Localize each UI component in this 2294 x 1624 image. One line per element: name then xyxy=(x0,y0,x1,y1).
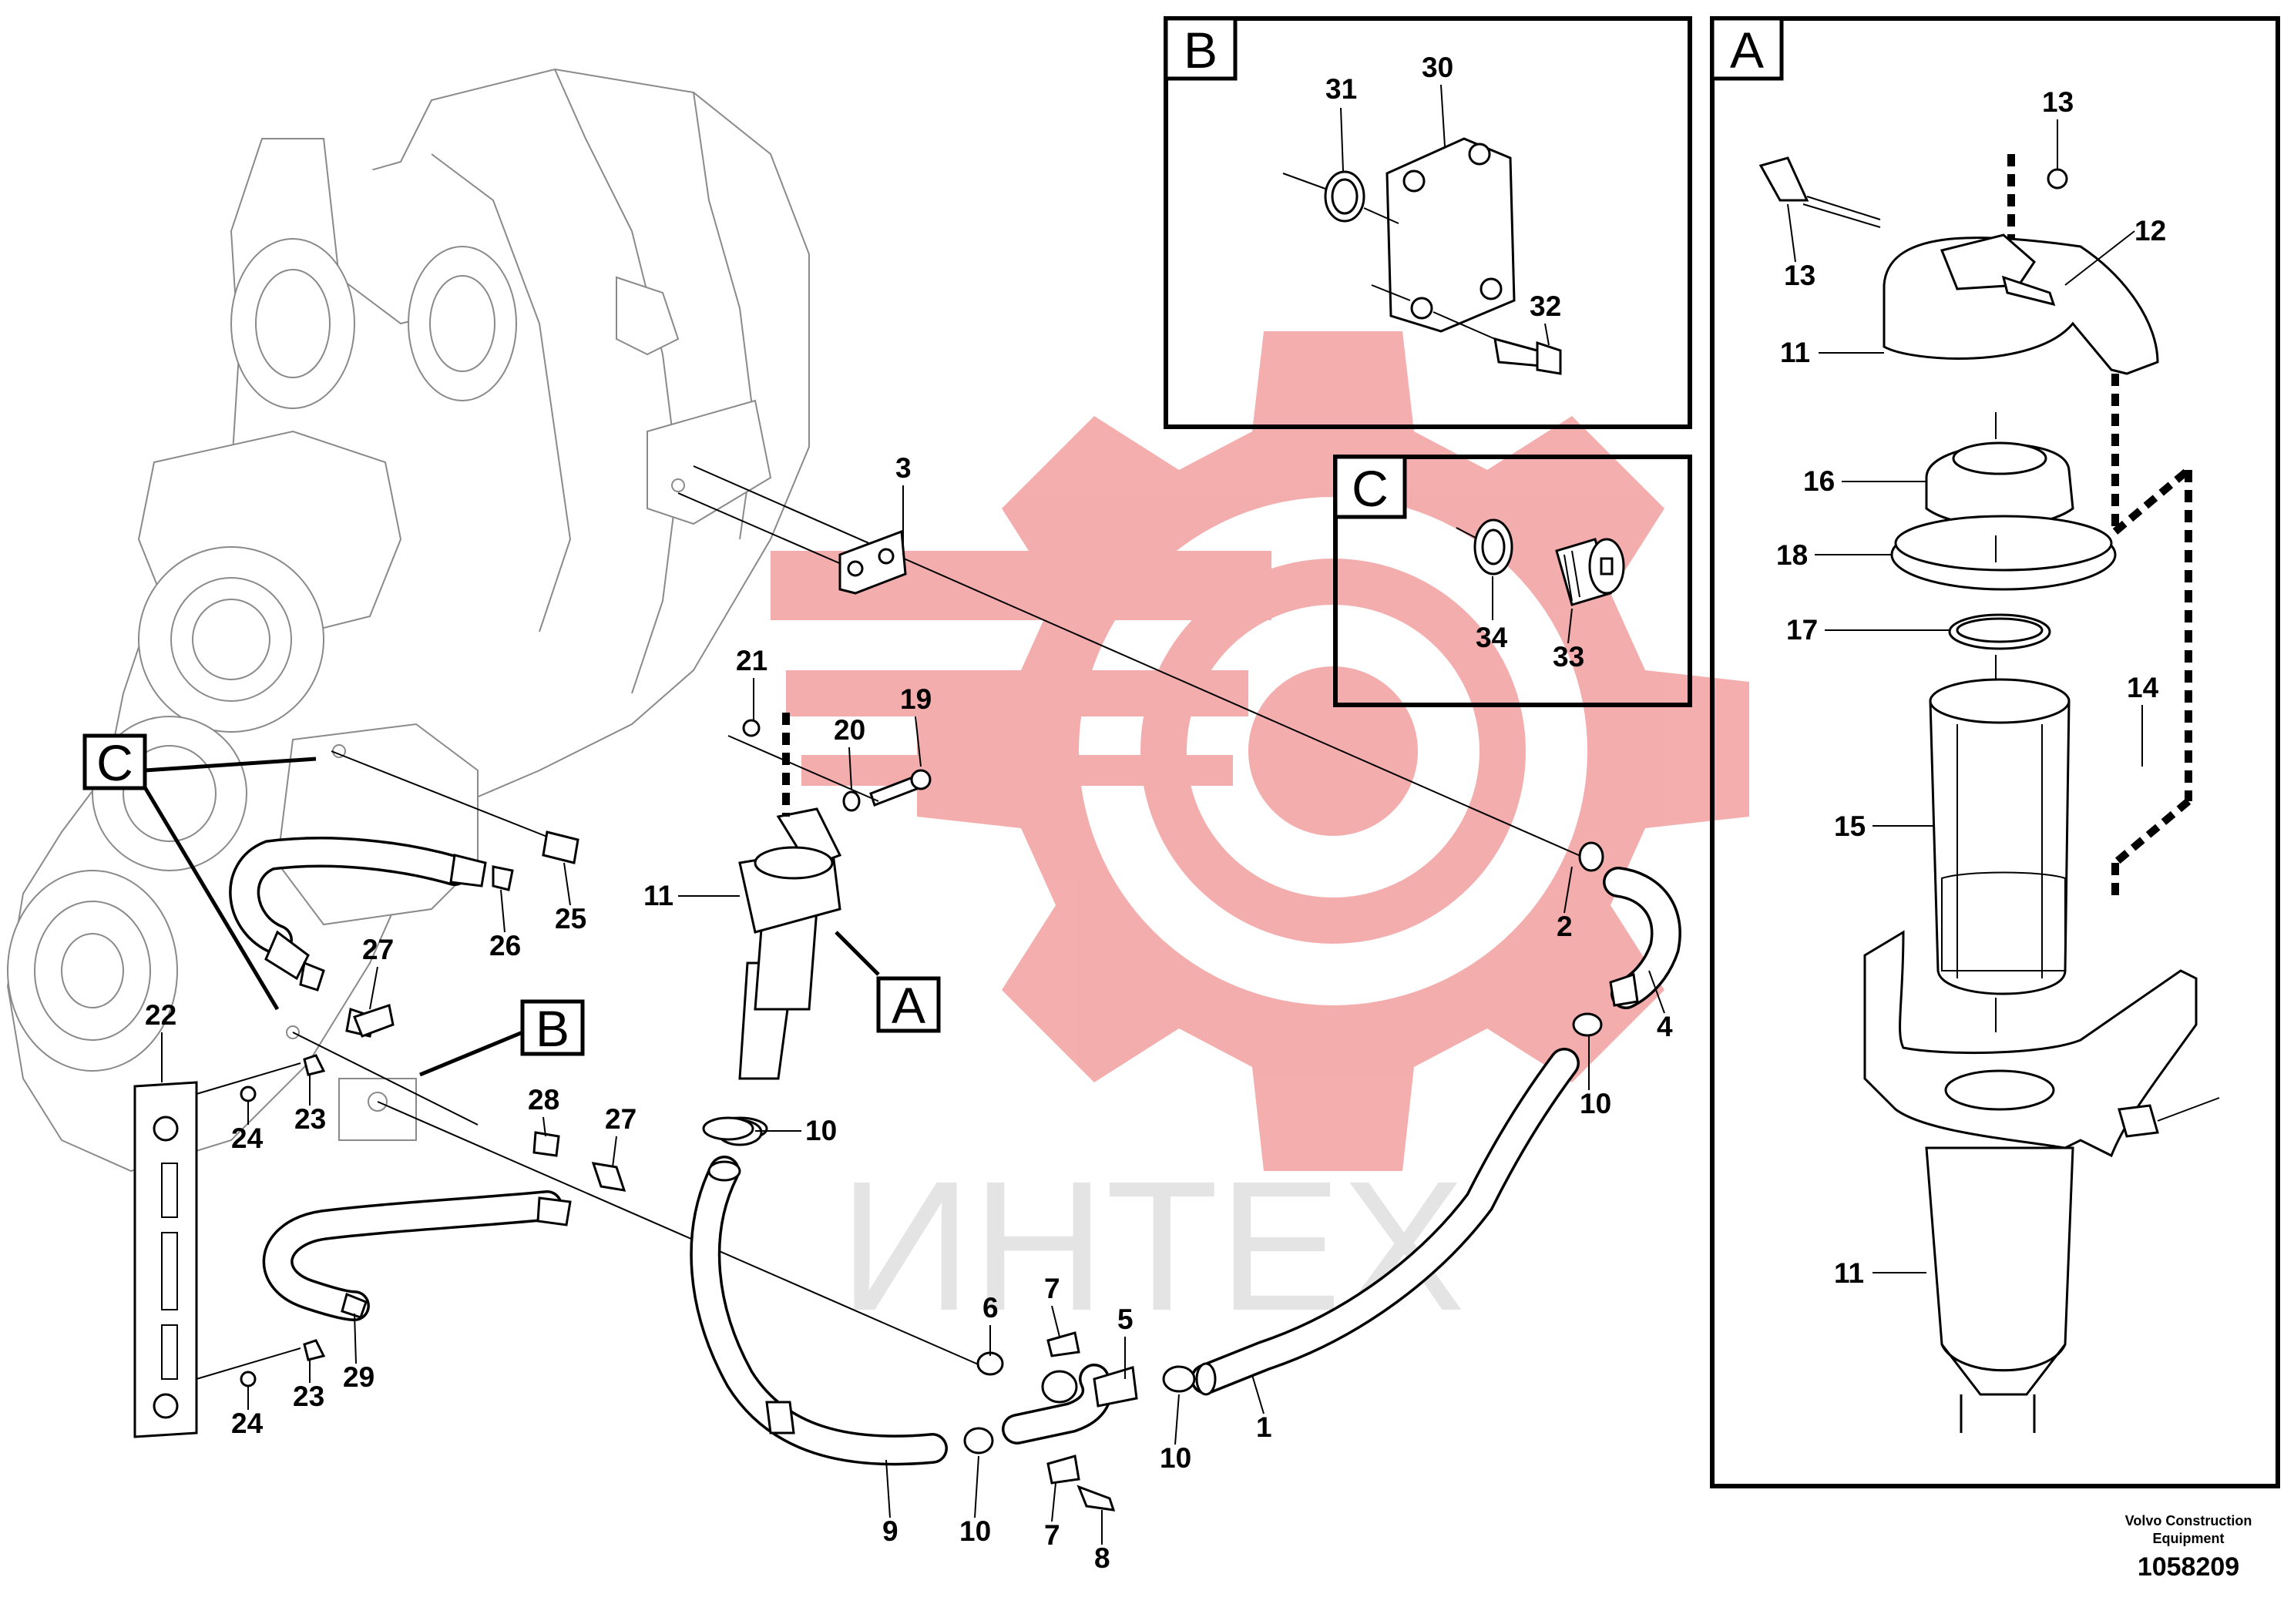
label-32: 32 xyxy=(1530,290,1561,322)
label-3: 3 xyxy=(895,452,912,484)
svg-text:B: B xyxy=(536,1000,569,1057)
label-14: 14 xyxy=(2127,672,2159,703)
label-24-top: 24 xyxy=(231,1122,264,1154)
footer: Volvo Construction Equipment 1058209 xyxy=(2125,1513,2252,1582)
label-9: 9 xyxy=(882,1515,898,1547)
label-27-top: 27 xyxy=(362,934,394,965)
label-10-bottom-right: 10 xyxy=(1160,1442,1191,1474)
label-24-bottom: 24 xyxy=(231,1408,264,1439)
main-labels: 3 2 4 10 1 5 10 6 7 7 8 10 9 10 11 21 20… xyxy=(145,452,1673,1574)
label-31: 31 xyxy=(1325,73,1357,105)
label-10-bottom: 10 xyxy=(959,1515,991,1547)
callout-c-main: C xyxy=(82,733,317,1011)
svg-text:C: C xyxy=(96,734,133,791)
callout-b-main: B xyxy=(419,999,585,1077)
label-17: 17 xyxy=(1786,614,1818,646)
company-name-line1: Volvo Construction xyxy=(2125,1513,2252,1528)
screw-32 xyxy=(1493,337,1543,367)
label-33: 33 xyxy=(1553,641,1584,673)
label-11-top: 11 xyxy=(1780,337,1810,368)
label-25: 25 xyxy=(555,903,586,934)
label-7-bottom: 7 xyxy=(1044,1519,1060,1551)
label-6: 6 xyxy=(982,1292,999,1324)
bracket-3 xyxy=(838,529,907,595)
detail-b-letter: B xyxy=(1184,22,1218,79)
strainer-15 xyxy=(1929,683,2071,995)
label-29: 29 xyxy=(343,1361,374,1393)
label-20: 20 xyxy=(834,714,865,746)
label-30: 30 xyxy=(1422,52,1453,83)
label-22: 22 xyxy=(145,999,176,1031)
company-name-line2: Equipment xyxy=(2153,1531,2225,1546)
label-11-bottom: 11 xyxy=(1834,1257,1864,1289)
svg-text:A: A xyxy=(892,977,925,1034)
transmission-housing-outline xyxy=(6,68,810,1173)
label-10-top: 10 xyxy=(805,1115,837,1146)
label-26: 26 xyxy=(489,930,521,961)
label-27-bottom: 27 xyxy=(605,1103,636,1135)
label-7-top: 7 xyxy=(1044,1273,1060,1304)
callout-a-main: A xyxy=(835,931,941,1034)
main-assembly xyxy=(133,465,1681,1512)
label-19: 19 xyxy=(900,683,932,715)
label-10-right: 10 xyxy=(1580,1088,1611,1119)
label-5: 5 xyxy=(1117,1304,1134,1335)
label-8: 8 xyxy=(1094,1542,1110,1574)
cover-plate-30 xyxy=(1385,137,1516,333)
detail-a-letter: A xyxy=(1730,22,1764,79)
detail-a: A xyxy=(1710,16,2280,1488)
label-18: 18 xyxy=(1776,539,1808,571)
label-34: 34 xyxy=(1476,622,1508,653)
drawing-number: 1058209 xyxy=(2138,1552,2239,1582)
label-12: 12 xyxy=(2134,215,2166,247)
label-16: 16 xyxy=(1803,465,1835,497)
detail-c: C 34 33 xyxy=(1333,455,1692,707)
label-1: 1 xyxy=(1256,1411,1272,1443)
label-28: 28 xyxy=(528,1084,559,1116)
filler-tube-11 xyxy=(1863,930,2198,1158)
label-13-top: 13 xyxy=(2042,86,2074,118)
label-23-bottom: 23 xyxy=(293,1381,324,1412)
watermark-logo xyxy=(771,331,1749,1171)
label-11: 11 xyxy=(643,880,673,911)
label-21: 21 xyxy=(736,645,767,676)
detail-c-letter: C xyxy=(1352,460,1389,517)
label-2: 2 xyxy=(1557,911,1573,942)
label-23-top: 23 xyxy=(294,1103,326,1135)
label-4: 4 xyxy=(1657,1011,1673,1042)
label-15: 15 xyxy=(1834,810,1866,842)
detail-b: B 31 30 32 xyxy=(1164,16,1692,429)
label-13-left: 13 xyxy=(1784,260,1815,291)
